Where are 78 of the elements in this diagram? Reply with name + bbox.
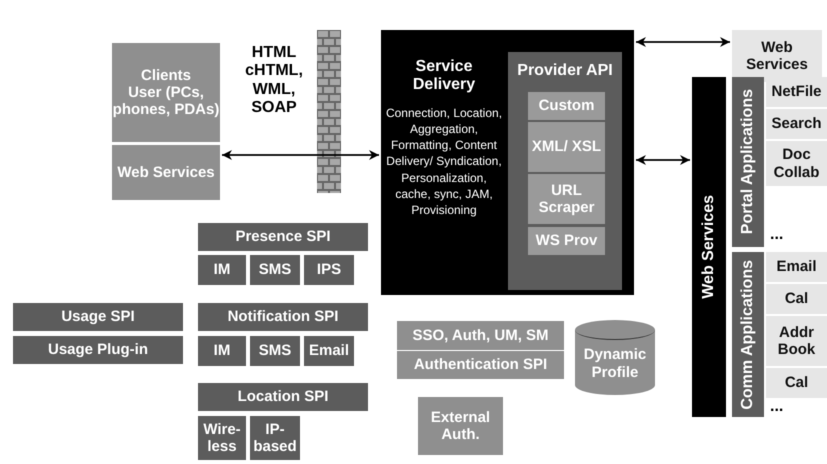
panel-text: Connection, Location, Aggregation, Formatting, Content Delivery/ Syndication, Personalization, cache, sync, JAM, Provisioning xyxy=(384,104,504,218)
component-box xyxy=(528,174,605,224)
double-arrow xyxy=(636,155,690,165)
box-label: Presence SPI xyxy=(235,228,331,246)
component-box xyxy=(766,368,827,398)
double-arrow xyxy=(222,150,379,160)
box-label: SMS xyxy=(258,342,292,360)
vertical-bar xyxy=(732,252,764,417)
component-box xyxy=(766,77,827,107)
box-label: Dynamic Profile xyxy=(582,346,648,381)
box-label: Location SPI xyxy=(238,388,328,406)
component-box xyxy=(528,227,605,255)
component-box xyxy=(112,145,220,200)
panel-title: Provider API xyxy=(517,62,613,80)
component-box xyxy=(198,336,246,366)
component-box xyxy=(304,255,354,285)
box-label: Email xyxy=(776,258,817,276)
box-label: SSO, Auth, UM, SM xyxy=(412,326,549,344)
box-label: URL Scraper xyxy=(538,182,596,216)
component-box xyxy=(528,122,605,172)
box-label: Doc Collab xyxy=(772,146,820,181)
component-box xyxy=(732,30,822,82)
box-label: WS Prov xyxy=(536,232,598,250)
box-text: User (PCs, phones, PDAs) xyxy=(112,84,220,118)
box-label: XML/ XSL xyxy=(532,138,602,156)
component-box xyxy=(766,316,827,366)
database-cylinder xyxy=(575,320,655,395)
service-panel xyxy=(381,30,634,295)
vertical-bar xyxy=(692,77,726,417)
box-label: Usage Plug-in xyxy=(48,341,148,359)
box-label: IM xyxy=(214,342,230,360)
box-label: Cal xyxy=(784,290,808,308)
component-box xyxy=(397,321,564,350)
box-label: Clients xyxy=(140,66,191,84)
component-box xyxy=(198,383,368,411)
component-box xyxy=(198,223,368,251)
component-box xyxy=(397,351,564,379)
box-label: SMS xyxy=(258,261,292,279)
box-label: NetFile xyxy=(771,83,822,101)
box-label: Comm Applications xyxy=(738,260,757,410)
box-label: Portal Applications xyxy=(738,89,757,235)
box-label: Web Services xyxy=(700,195,718,299)
component-box xyxy=(13,336,183,364)
box-label: Usage SPI xyxy=(61,308,135,326)
component-box xyxy=(250,336,300,366)
component-box xyxy=(418,397,503,455)
box-label: IM xyxy=(214,261,230,279)
double-arrow xyxy=(636,37,730,47)
box-label: IPS xyxy=(316,261,342,279)
component-box xyxy=(766,284,827,314)
box-label: Notification SPI xyxy=(228,308,338,326)
box-label: Email xyxy=(308,342,350,360)
component-box xyxy=(304,336,354,366)
box-label: Search xyxy=(771,115,822,133)
panel-title: Service Delivery xyxy=(412,58,476,95)
api-panel xyxy=(508,52,622,290)
protocol-note: HTML cHTML, WML, SOAP xyxy=(244,44,304,118)
component-box xyxy=(766,109,827,139)
component-box xyxy=(198,255,246,285)
box-label: Custom xyxy=(538,97,594,115)
component-box xyxy=(250,255,300,285)
client-box xyxy=(112,43,220,142)
component-box xyxy=(528,92,605,120)
box-label: Authentication SPI xyxy=(414,356,548,374)
component-box xyxy=(766,141,827,186)
ellipsis-text: ... xyxy=(770,398,784,416)
ellipsis-text: ... xyxy=(770,226,784,244)
box-label: IP- based xyxy=(252,420,298,456)
box-label: Web Services xyxy=(117,164,215,182)
box-label: Wire- less xyxy=(202,420,242,456)
component-box xyxy=(198,303,368,331)
vertical-bar xyxy=(732,77,764,247)
component-box xyxy=(766,252,827,282)
box-label: Web Services xyxy=(745,38,809,74)
box-label: Addr Book xyxy=(776,324,816,358)
box-label: External Auth. xyxy=(430,408,492,444)
component-box xyxy=(13,303,183,331)
box-label: Cal xyxy=(784,374,808,392)
